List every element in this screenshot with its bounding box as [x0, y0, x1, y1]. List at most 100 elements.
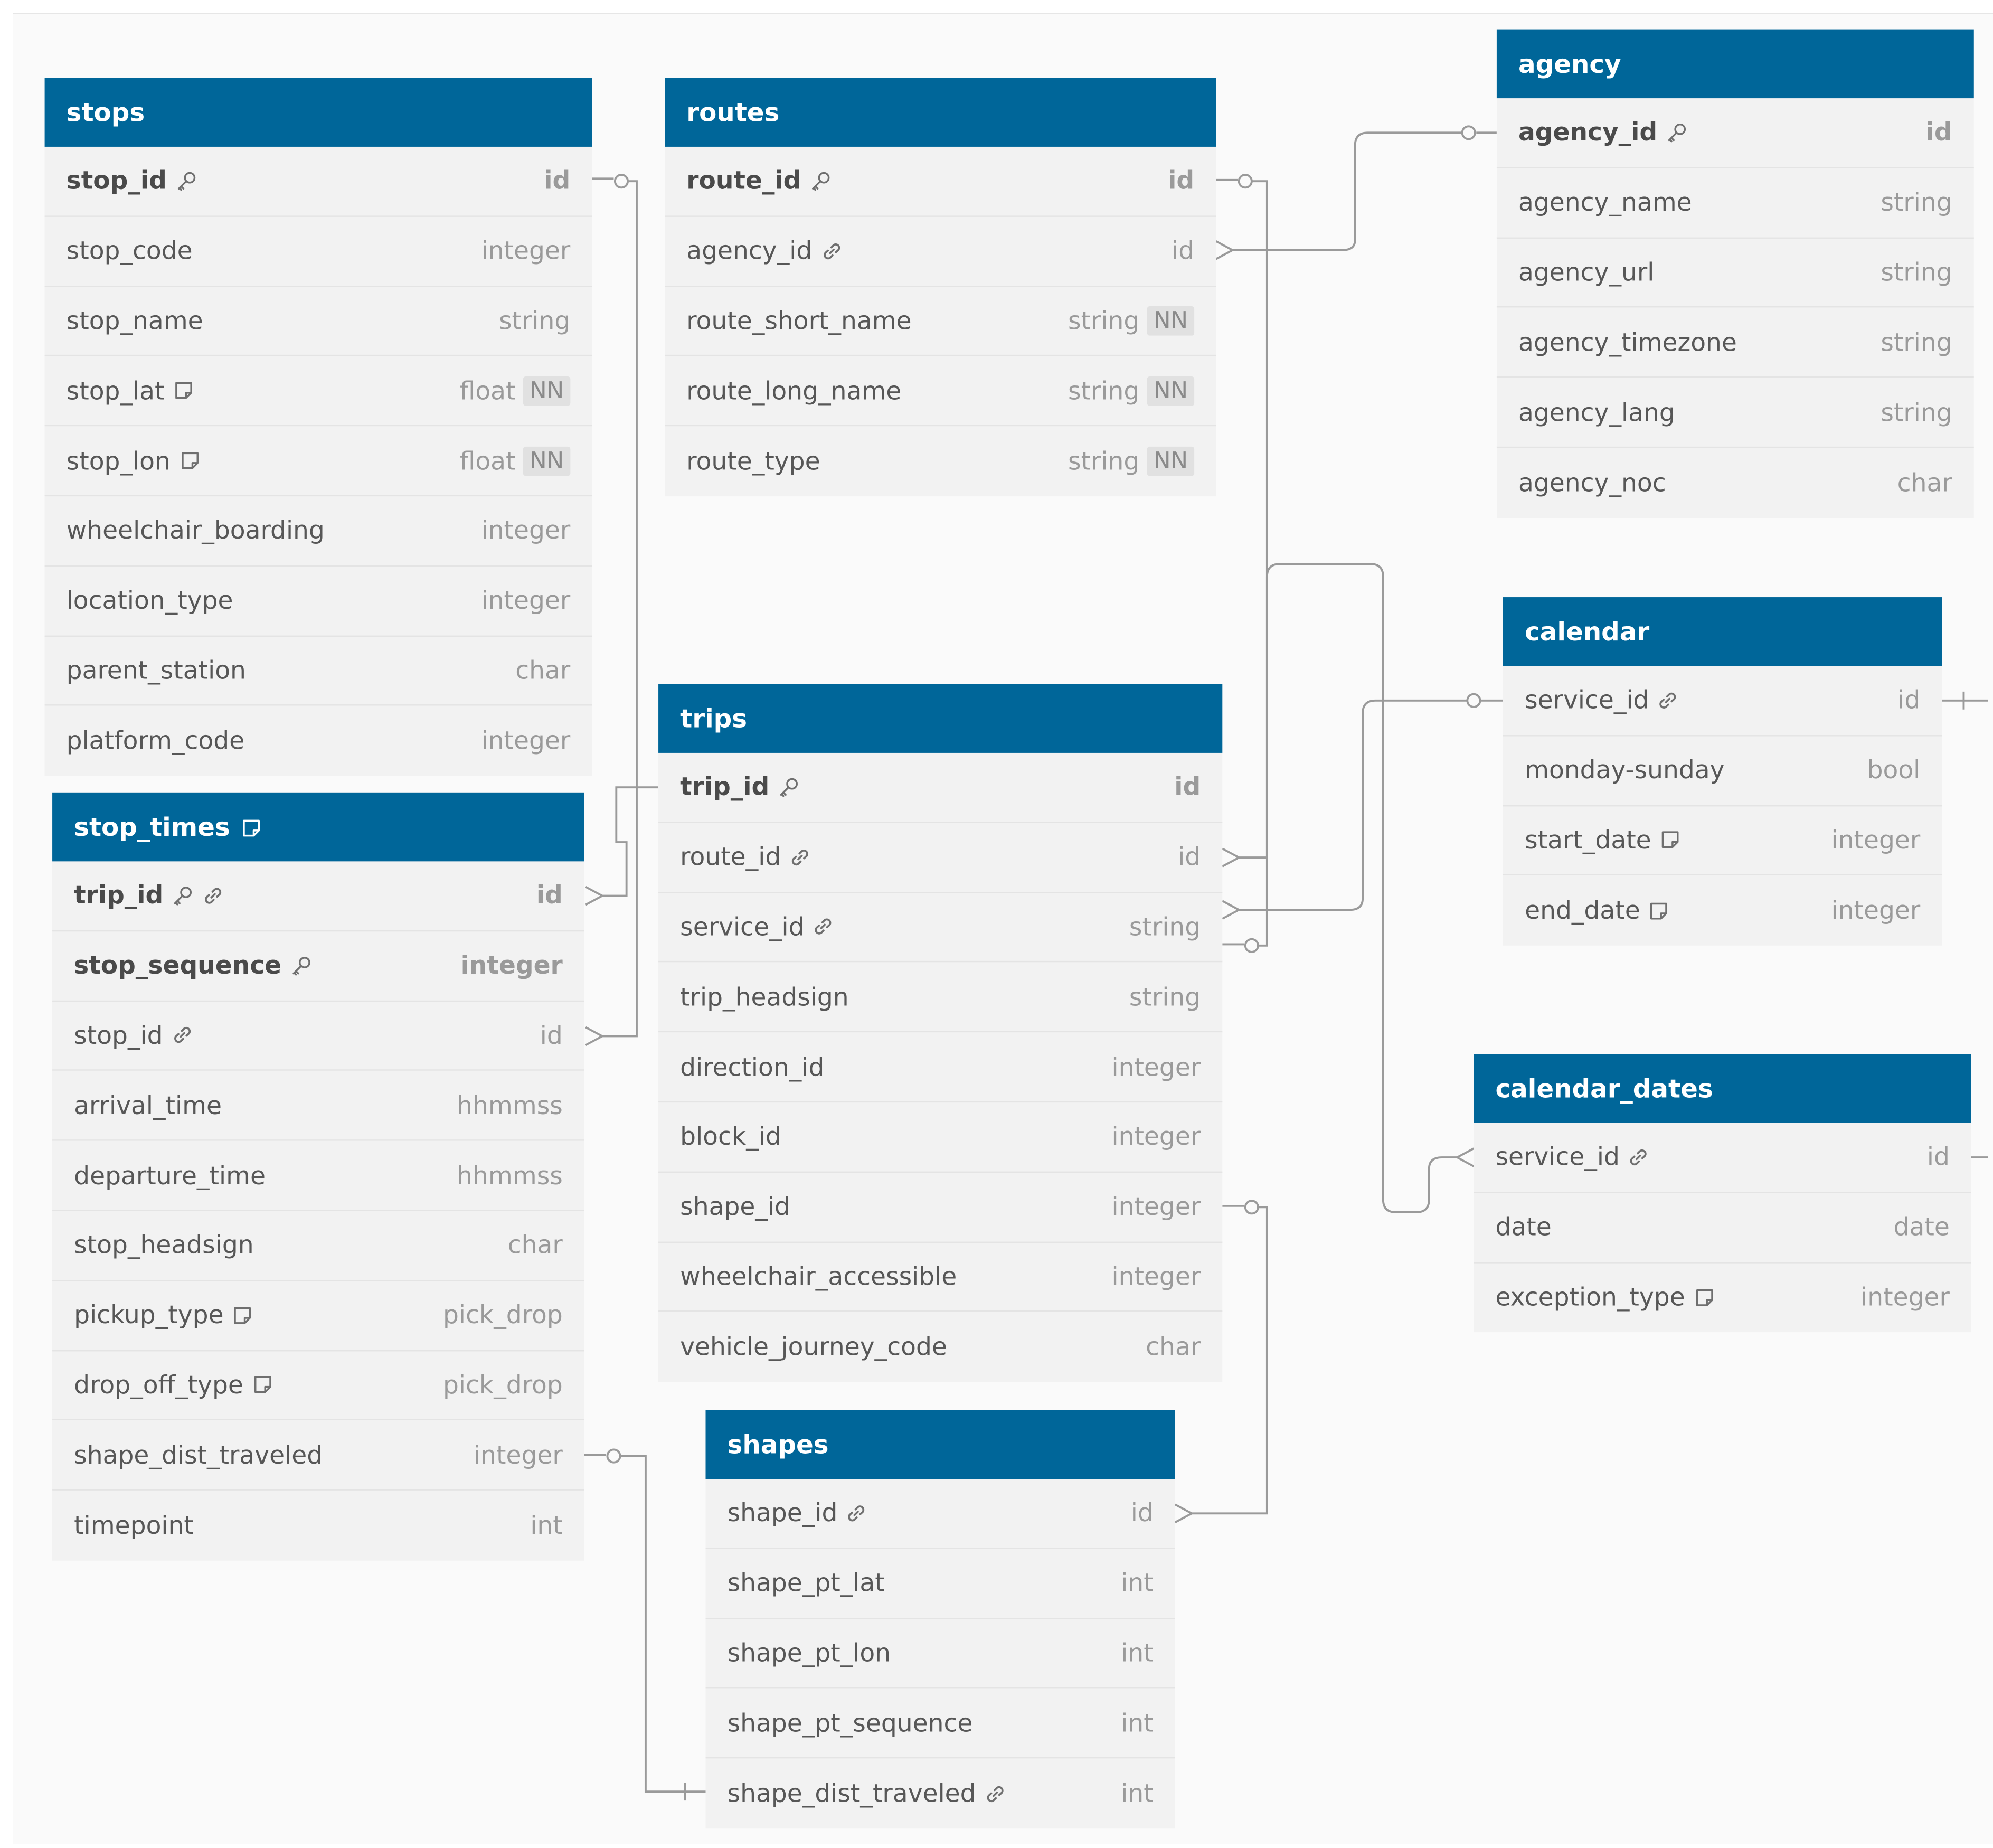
field-name: agency_lang — [1518, 398, 1675, 427]
table-title: calendar_dates — [1495, 1073, 1713, 1104]
table-header[interactable]: trips — [658, 684, 1223, 753]
table-header[interactable]: stop_times — [52, 792, 584, 862]
field-type: id — [1168, 166, 1195, 196]
link-icon — [171, 1024, 194, 1047]
field-row[interactable]: agency_lang string — [1496, 378, 1974, 448]
table-header[interactable]: shapes — [705, 1410, 1175, 1479]
field-type: string — [1881, 398, 1952, 427]
table-title: shapes — [727, 1429, 829, 1460]
field-name-wrap: end_date — [1525, 896, 1831, 926]
link-icon — [1627, 1146, 1650, 1169]
field-type: integer — [1111, 1192, 1201, 1222]
field-name-wrap: route_id — [686, 166, 1168, 196]
table-header[interactable]: stops — [44, 78, 592, 147]
table-header[interactable]: calendar — [1503, 597, 1942, 666]
field-name: location_type — [66, 586, 233, 616]
field-name: departure_time — [74, 1161, 266, 1190]
table-title: routes — [686, 97, 780, 128]
field-name: start_date — [1525, 825, 1651, 855]
table-header[interactable]: agency — [1496, 29, 1974, 99]
field-type: integer — [1831, 896, 1921, 926]
field-type: id — [1925, 118, 1952, 147]
field-name-wrap: exception_type — [1495, 1283, 1860, 1313]
field-name: stop_name — [66, 306, 203, 336]
note-icon — [251, 1374, 274, 1397]
field-name-wrap: shape_pt_lon — [728, 1638, 1121, 1668]
table-title: stops — [66, 97, 145, 128]
field-name-wrap: arrival_time — [74, 1091, 457, 1120]
not-null-badge: NN — [523, 446, 571, 476]
field-name: direction_id — [680, 1052, 825, 1082]
table-header[interactable]: routes — [665, 78, 1216, 147]
field-name: route_id — [680, 842, 781, 872]
note-icon — [231, 1304, 254, 1327]
field-name-wrap: shape_dist_traveled — [728, 1779, 1121, 1808]
field-type: string — [1068, 306, 1140, 336]
table-title: stop_times — [74, 812, 230, 843]
field-type: pick_drop — [443, 1300, 563, 1330]
field-name: trip_id — [680, 772, 770, 802]
field-name-wrap: route_type — [686, 447, 1068, 476]
table-header[interactable]: calendar_dates — [1474, 1054, 1971, 1123]
field-name-wrap: service_id — [1495, 1143, 1926, 1172]
